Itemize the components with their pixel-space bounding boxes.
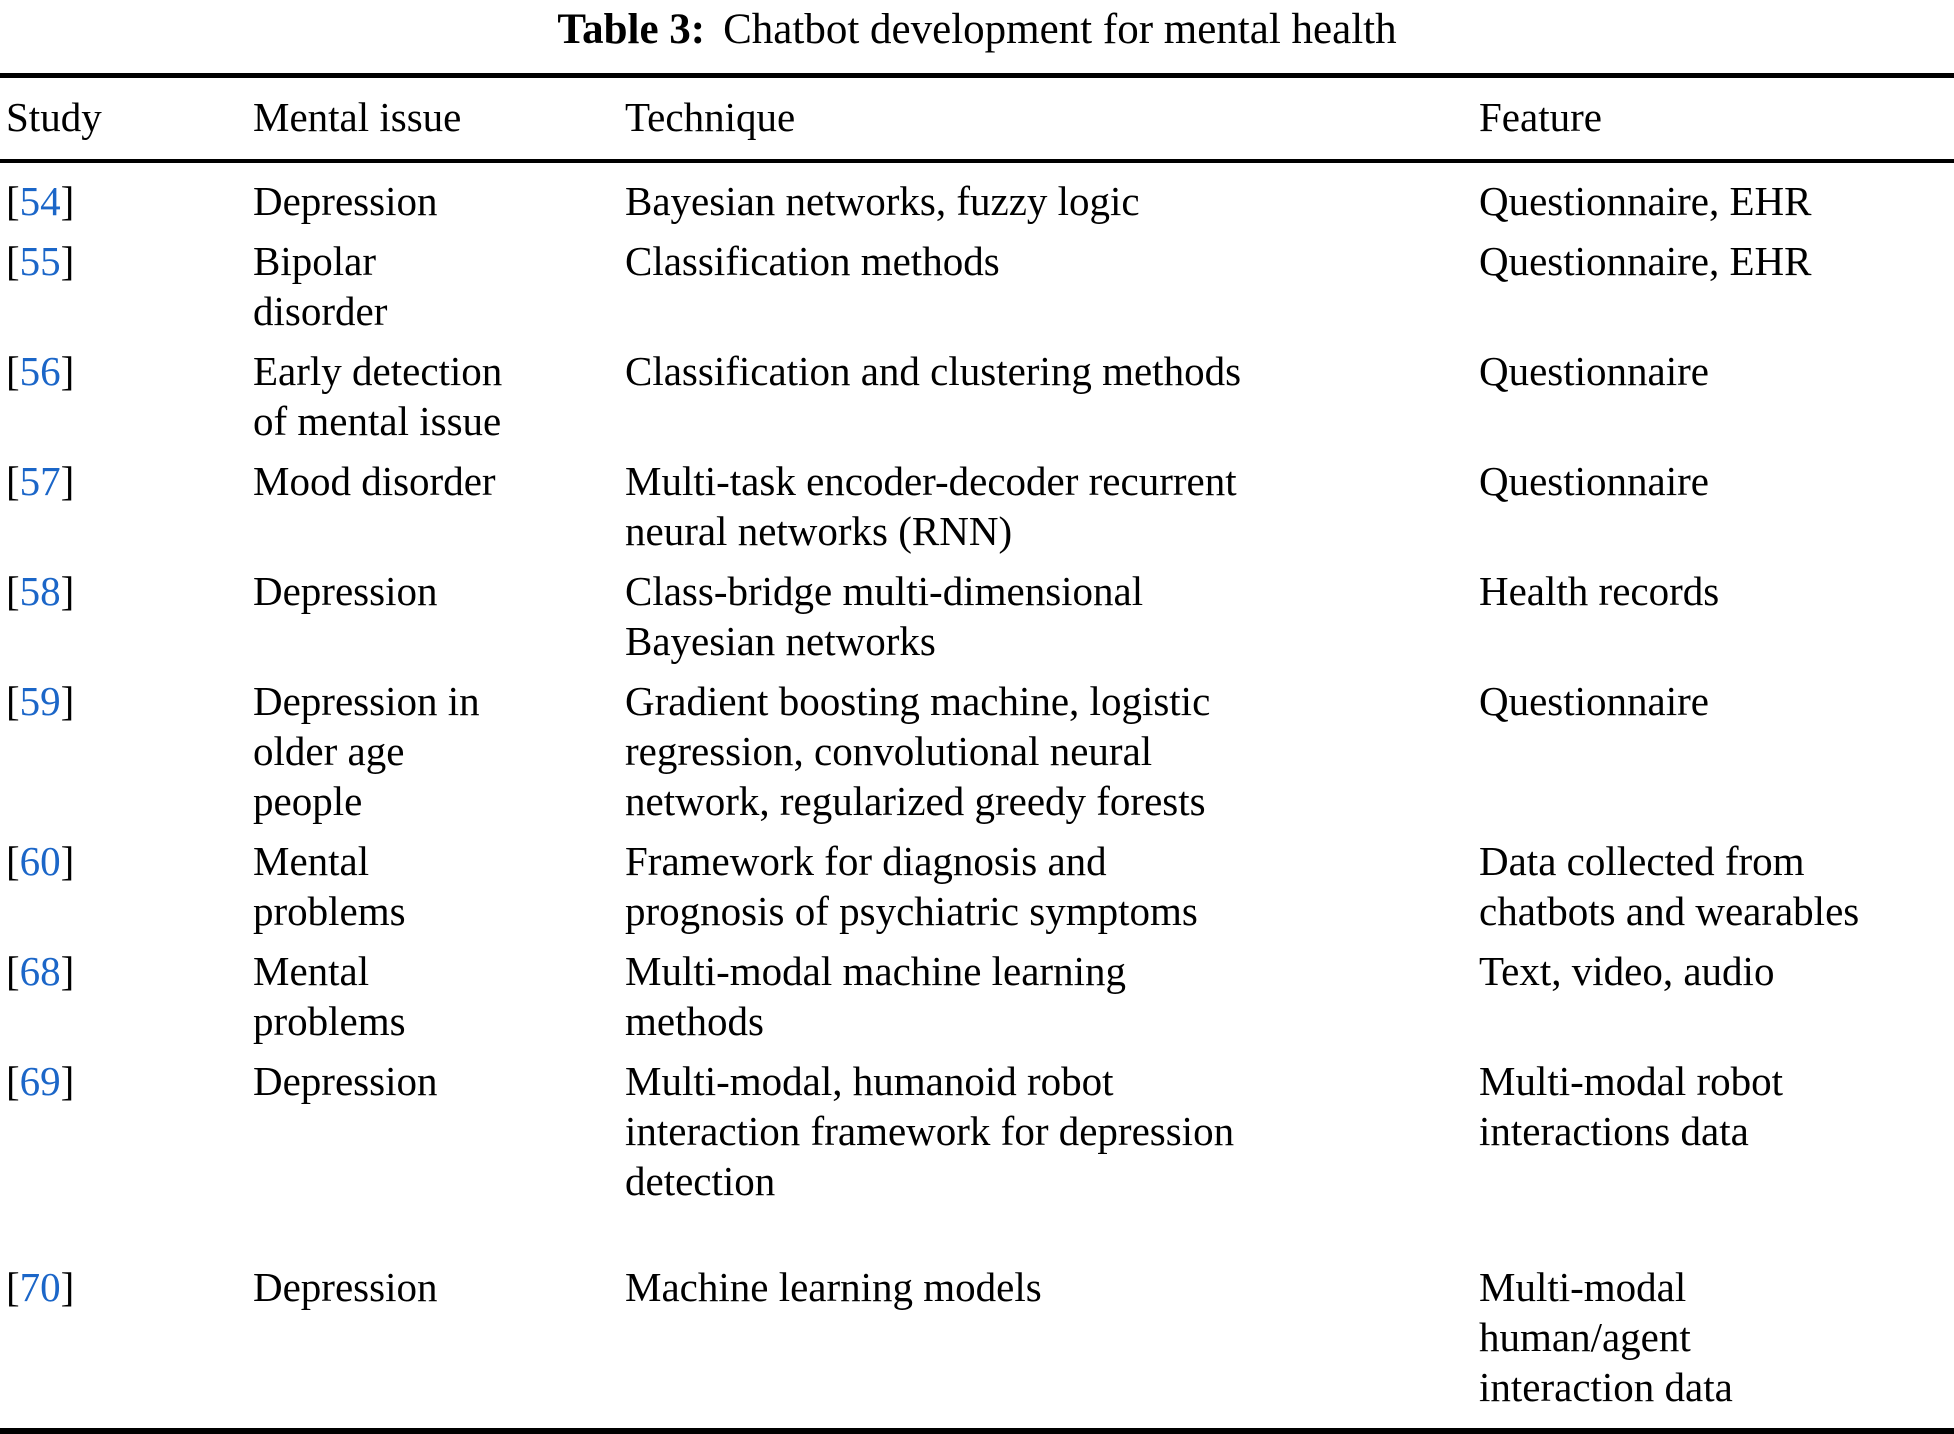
cell-feature: Data collected from chatbots and wearabl… (1479, 838, 1860, 934)
citation-bracket-open: [ (6, 1264, 20, 1310)
citation-bracket-open: [ (6, 948, 20, 994)
cell-mental-issue: Mental problems (253, 838, 406, 934)
cell-feature: Multi-modal robot interactions data (1479, 1058, 1784, 1154)
cell-mental-issue: Depression (253, 178, 438, 224)
cell-technique: Classification and clustering methods (625, 348, 1242, 394)
table-row-69: [69] Depression Multi-modal, humanoid ro… (0, 1056, 1954, 1216)
citation-bracket-close: ] (60, 1058, 75, 1104)
col-header-mental-issue: Mental issue (247, 75, 619, 163)
table-caption-label: Table 3: (557, 6, 706, 53)
cell-feature: Questionnaire (1479, 348, 1709, 394)
citation-bracket-close: ] (60, 838, 75, 884)
table-row-68: [68] Mental problems Multi-modal machine… (0, 946, 1954, 1056)
citation-bracket-open: [ (6, 348, 20, 394)
cell-technique: Multi-modal, humanoid robot interaction … (625, 1058, 1235, 1204)
cell-technique: Classification methods (625, 238, 1000, 284)
table-caption: Table 3: Chatbot development for mental h… (0, 0, 1954, 56)
table-row-55: [55] Bipolar disorder Classification met… (0, 236, 1954, 346)
cell-mental-issue: Depression (253, 1058, 438, 1104)
citation-link-68[interactable]: [68] (6, 948, 74, 994)
cell-technique: Multi-task encoder-decoder recurrent neu… (625, 458, 1237, 554)
cell-mental-issue: Mental problems (253, 948, 406, 1044)
cell-study: [59] (0, 676, 247, 836)
citation-bracket-close: ] (60, 348, 75, 394)
citation-bracket-close: ] (60, 568, 75, 614)
citation-bracket-open: [ (6, 238, 20, 284)
table-caption-text: Chatbot development for mental health (723, 6, 1397, 53)
citation-bracket-open: [ (6, 568, 20, 614)
cell-feature: Questionnaire (1479, 458, 1709, 504)
cell-feature: Questionnaire (1479, 678, 1709, 724)
citation-bracket-close: ] (60, 458, 75, 504)
cell-technique: Bayesian networks, fuzzy logic (625, 178, 1140, 224)
col-header-study: Study (0, 75, 247, 163)
cell-technique: Gradient boosting machine, logistic regr… (625, 678, 1211, 824)
citation-link-57[interactable]: [57] (6, 458, 74, 504)
col-header-feature: Feature (1473, 75, 1954, 163)
table-row-59: [59] Depression in older age people Grad… (0, 676, 1954, 836)
citation-number: 58 (19, 568, 61, 614)
citation-bracket-open: [ (6, 678, 20, 724)
citation-bracket-close: ] (60, 1264, 75, 1310)
table-row-57: [57] Mood disorder Multi-task encoder-de… (0, 456, 1954, 566)
cell-mental-issue: Depression in older age people (253, 678, 480, 824)
citation-bracket-close: ] (60, 948, 75, 994)
cell-mental-issue: Bipolar disorder (253, 238, 388, 334)
cell-feature: Questionnaire, EHR (1479, 238, 1812, 284)
cell-study: [57] (0, 456, 247, 566)
table-row-54: [54] Depression Bayesian networks, fuzzy… (0, 161, 1954, 236)
cell-study: [68] (0, 946, 247, 1056)
cell-feature: Health records (1479, 568, 1720, 614)
cell-study: [60] (0, 836, 247, 946)
citation-number: 59 (19, 678, 61, 724)
table-row-70: [70] Depression Machine learning models … (0, 1216, 1954, 1431)
table-row-56: [56] Early detection of mental issue Cla… (0, 346, 1954, 456)
cell-mental-issue: Mood disorder (253, 458, 496, 504)
citation-bracket-open: [ (6, 838, 20, 884)
citation-number: 56 (19, 348, 61, 394)
citation-bracket-open: [ (6, 178, 20, 224)
citation-number: 54 (19, 178, 61, 224)
citation-link-70[interactable]: [70] (6, 1264, 74, 1310)
citation-link-54[interactable]: [54] (6, 178, 74, 224)
citation-link-59[interactable]: [59] (6, 678, 74, 724)
citation-link-58[interactable]: [58] (6, 568, 74, 614)
cell-mental-issue: Depression (253, 568, 438, 614)
cell-study: [54] (0, 161, 247, 236)
table-row-58: [58] Depression Class-bridge multi-dimen… (0, 566, 1954, 676)
citation-number: 55 (19, 238, 61, 284)
cell-feature: Multi-modal human/agent interaction data (1479, 1264, 1733, 1410)
citation-number: 69 (19, 1058, 61, 1104)
col-header-technique: Technique (619, 75, 1473, 163)
citation-number: 60 (19, 838, 61, 884)
header-row: Study Mental issue Technique Feature (0, 75, 1954, 163)
citation-link-56[interactable]: [56] (6, 348, 74, 394)
cell-technique: Class-bridge multi-dimensional Bayesian … (625, 568, 1144, 664)
chatbot-development-table: Study Mental issue Technique Feature [54… (0, 73, 1954, 1434)
citation-bracket-close: ] (60, 678, 75, 724)
cell-study: [56] (0, 346, 247, 456)
table-row-60: [60] Mental problems Framework for diagn… (0, 836, 1954, 946)
cell-study: [58] (0, 566, 247, 676)
cell-study: [69] (0, 1056, 247, 1216)
citation-link-55[interactable]: [55] (6, 238, 74, 284)
cell-study: [70] (0, 1216, 247, 1431)
cell-study: [55] (0, 236, 247, 346)
citation-number: 57 (19, 458, 61, 504)
citation-link-60[interactable]: [60] (6, 838, 74, 884)
cell-mental-issue: Depression (253, 1264, 438, 1310)
cell-mental-issue: Early detection of mental issue (253, 348, 503, 444)
citation-number: 70 (19, 1264, 61, 1310)
cell-feature: Questionnaire, EHR (1479, 178, 1812, 224)
citation-bracket-open: [ (6, 1058, 20, 1104)
cell-technique: Multi-modal machine learning methods (625, 948, 1126, 1044)
citation-number: 68 (19, 948, 61, 994)
citation-link-69[interactable]: [69] (6, 1058, 74, 1104)
cell-feature: Text, video, audio (1479, 948, 1775, 994)
citation-bracket-open: [ (6, 458, 20, 504)
cell-technique: Machine learning models (625, 1264, 1042, 1310)
cell-technique: Framework for diagnosis and prognosis of… (625, 838, 1198, 934)
citation-bracket-close: ] (60, 178, 75, 224)
citation-bracket-close: ] (60, 238, 75, 284)
